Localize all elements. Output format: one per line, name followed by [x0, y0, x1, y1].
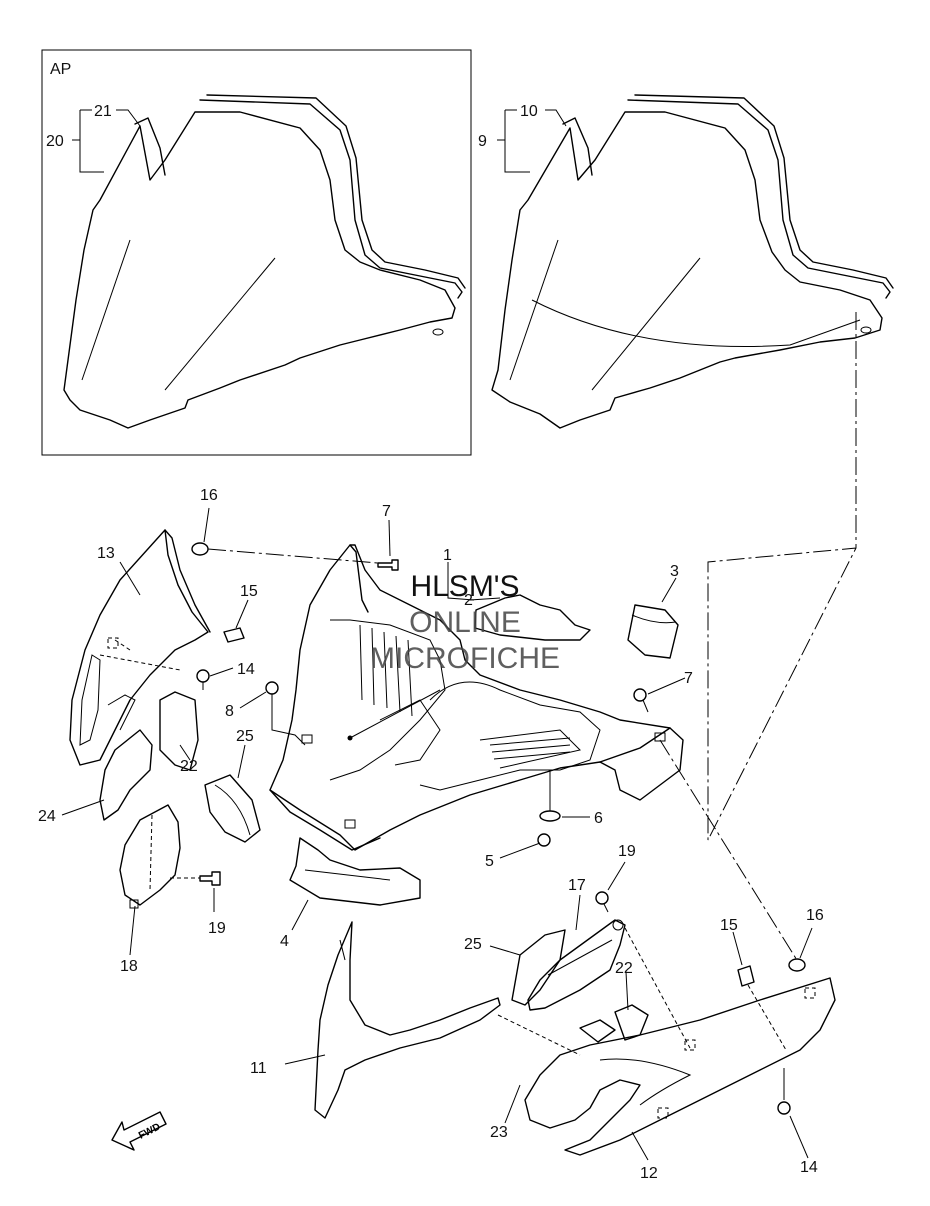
- callout-8: 8: [225, 703, 234, 720]
- callout-14-right: 14: [800, 1159, 818, 1176]
- pad-25-left: [204, 774, 261, 843]
- callout-24: 24: [38, 808, 56, 825]
- callout-6: 6: [594, 810, 603, 827]
- pad-22-left: [159, 691, 199, 771]
- callout-5: 5: [485, 853, 494, 870]
- callout-19-right: 19: [618, 843, 636, 860]
- watermark-line1: HLSM'S: [410, 570, 519, 603]
- windscreen-ap: [63, 94, 466, 429]
- pad-25-right: [511, 929, 566, 1006]
- callout-9: 9: [478, 133, 487, 150]
- callout-11: 11: [250, 1060, 267, 1077]
- callout-21: 21: [94, 103, 112, 120]
- lower-bracket-4: [289, 837, 421, 906]
- side-panel-17: [527, 919, 626, 1011]
- callout-2: 2: [464, 592, 473, 609]
- pad-22-right: [579, 1004, 649, 1043]
- callout-25-right: 25: [464, 936, 482, 953]
- callout-7-right: 7: [684, 670, 693, 687]
- callout-20-bracket: 20 21: [46, 103, 141, 173]
- side-panel-18: [119, 804, 181, 909]
- watermark-line3: MICROFICHE: [370, 642, 560, 675]
- inset-ap-box: AP: [41, 49, 472, 456]
- callout-3: 3: [670, 563, 679, 580]
- leader-lines: [61, 507, 813, 1161]
- callout-12: 12: [640, 1165, 658, 1182]
- under-cowl-11: [314, 921, 501, 1119]
- fwd-arrow-icon: FWD: [111, 1111, 167, 1151]
- seal-part-3: [627, 604, 679, 659]
- callout-23: 23: [490, 1124, 508, 1141]
- callout-4: 4: [280, 933, 289, 950]
- callout-10: 10: [520, 103, 538, 120]
- front-cowling-body: [269, 544, 684, 851]
- callout-22-left: 22: [180, 758, 198, 775]
- callout-9-bracket: 9 10: [478, 103, 567, 173]
- side-panel-24: [99, 729, 153, 821]
- callout-20: 20: [46, 133, 64, 150]
- callout-15-right: 15: [720, 917, 738, 934]
- callout-17: 17: [568, 877, 586, 894]
- inner-panel-2: [474, 594, 591, 641]
- callout-25-left: 25: [236, 728, 254, 745]
- callout-14-left: 14: [237, 661, 255, 678]
- callout-22-right: 22: [615, 960, 633, 977]
- windscreen-standard: [491, 94, 894, 429]
- callout-7-top: 7: [382, 503, 391, 520]
- callout-18: 18: [120, 958, 138, 975]
- watermark: HLSM'S ONLINE MICROFICHE: [370, 570, 560, 675]
- callout-16-left: 16: [200, 487, 218, 504]
- callout-19-left: 19: [208, 920, 226, 937]
- callout-1: 1: [443, 547, 452, 564]
- side-cowling-left-13: [69, 529, 211, 766]
- inset-label: AP: [50, 61, 71, 78]
- assembly-lines-right: [659, 312, 857, 966]
- callout-13: 13: [97, 545, 115, 562]
- callout-16-right: 16: [806, 907, 824, 924]
- callout-15-left: 15: [240, 583, 258, 600]
- watermark-line2: ONLINE: [409, 606, 521, 639]
- under-cowl-12: [524, 977, 836, 1156]
- callout-numbers: 1 2 3 4 5 6 7 7 8 11 12 13 14 14 15 15 1…: [38, 487, 824, 1182]
- fasteners: [170, 542, 806, 1115]
